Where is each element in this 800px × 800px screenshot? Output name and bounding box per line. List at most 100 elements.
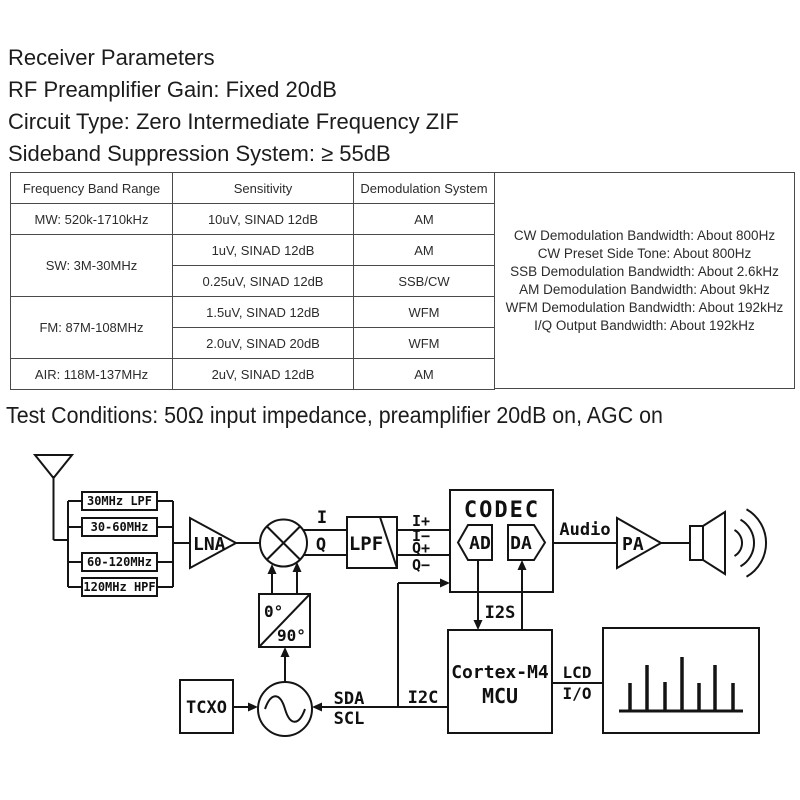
filter-box-60-120mhz	[81, 552, 158, 572]
table-row: SW: 3M-30MHz 1uV, SINAD 12dB AM	[10, 234, 495, 297]
note-line: I/Q Output Bandwidth: About 192kHz	[534, 317, 755, 333]
table-cell: AM	[353, 203, 495, 235]
scl-label: SCL	[334, 709, 365, 729]
table-cell: WFM	[353, 296, 495, 328]
table-cell: WFM	[353, 327, 495, 359]
speaker-icon	[689, 508, 768, 578]
table-row: 0.25uV, SINAD 12dB SSB/CW	[11, 265, 495, 297]
table-row: AIR: 118M-137MHz 2uV, SINAD 12dB AM	[10, 358, 495, 390]
table-cell: 10uV, SINAD 12dB	[172, 203, 354, 235]
audio-chain: Audio PA	[553, 508, 768, 578]
note-line: AM Demodulation Bandwidth: About 9kHz	[519, 281, 770, 297]
phase-shifter-block: 0° 90°	[258, 562, 311, 648]
mixer	[259, 518, 308, 568]
filter-label: 60-120MHz	[87, 555, 152, 569]
antenna-icon	[32, 454, 75, 541]
sda-label: SDA	[334, 689, 365, 709]
table-cell: SSB/CW	[353, 265, 495, 297]
heading-line: Receiver Parameters	[8, 45, 215, 70]
table-cell: SW: 3M-30MHz	[10, 234, 173, 297]
pa-label: PA	[622, 534, 644, 555]
q-minus-label: Q−	[412, 556, 430, 574]
i-label: I	[317, 508, 327, 528]
mcu-label-line1: Cortex-M4	[451, 662, 549, 683]
da-converter	[507, 524, 547, 561]
phase-0-label: 0°	[264, 602, 283, 621]
lpf-label: LPF	[349, 533, 383, 555]
arrow-into-oscillator	[312, 702, 322, 712]
ad-label: AD	[469, 533, 491, 554]
table-cell: 2.0uV, SINAD 20dB	[172, 327, 354, 359]
arrow-into-codec	[440, 578, 450, 588]
lna-label: LNA	[193, 534, 226, 555]
table-cell: 2uV, SINAD 12dB	[172, 358, 354, 390]
tcxo-block: TCXO	[179, 679, 258, 734]
i2c-bus: SDA SCL I2C	[312, 578, 450, 729]
table-cell: 1.5uV, SINAD 12dB	[172, 296, 354, 328]
audio-label: Audio	[559, 520, 610, 540]
da-label: DA	[510, 533, 532, 554]
spectrum-display	[619, 657, 743, 713]
iq-wires: I Q	[303, 508, 347, 556]
q-plus-label: Q+	[412, 539, 430, 557]
receiver-parameters-heading: Receiver Parameters RF Preamplifier Gain…	[8, 42, 459, 170]
test-conditions-line: Test Conditions: 50Ω input impedance, pr…	[6, 402, 663, 428]
i2s-label: I2S	[485, 603, 516, 623]
heading-line: RF Preamplifier Gain: Fixed 20dB	[8, 77, 337, 102]
table-row: 2.0uV, SINAD 20dB WFM	[11, 327, 495, 359]
table-cell: FM: 87M-108MHz	[10, 296, 173, 359]
table-cell: AM	[353, 358, 495, 390]
table-cell: AM	[353, 234, 495, 266]
bandwidth-notes-box: CW Demodulation Bandwidth: About 800Hz C…	[494, 172, 795, 389]
table-cell: 0.25uV, SINAD 12dB	[172, 265, 354, 297]
sine-wave-icon	[264, 695, 306, 723]
filter-label: 120MHz HPF	[83, 580, 155, 594]
arrow-into-mixer	[267, 564, 277, 574]
note-line: CW Demodulation Bandwidth: About 800Hz	[513, 227, 776, 243]
table-cell: MW: 520k-1710kHz	[10, 203, 173, 235]
heading-line: Sideband Suppression System: ≥ 55dB	[8, 141, 391, 166]
table-header-row: Frequency Band Range Sensitivity Demodul…	[10, 172, 495, 204]
lpf-block: LPF	[346, 516, 398, 569]
column-header: Demodulation System	[353, 172, 495, 204]
lcd-label: LCD	[563, 663, 592, 682]
lcd-screen	[602, 627, 760, 734]
filter-label: 30MHz LPF	[87, 494, 152, 508]
filter-box-30-60mhz	[81, 517, 158, 537]
table-cell: 1uV, SINAD 12dB	[172, 234, 354, 266]
pa-amplifier	[616, 516, 664, 570]
frequency-spec-table: Frequency Band Range Sensitivity Demodul…	[10, 172, 495, 390]
io-label: I/O	[563, 684, 592, 703]
i-plus-label: I+	[412, 512, 430, 530]
arrow-into-oscillator	[248, 702, 258, 712]
codec-label: CODEC	[464, 498, 540, 523]
note-line: CW Preset Side Tone: About 800Hz	[537, 245, 752, 261]
mcu-label-line2: MCU	[482, 684, 518, 708]
column-header: Frequency Band Range	[10, 172, 173, 204]
filter-box-30mhz-lpf	[81, 491, 158, 511]
ad-converter	[456, 524, 493, 561]
table-cell: AIR: 118M-137MHz	[10, 358, 173, 390]
i-minus-label: I−	[412, 527, 430, 545]
arrow-into-mixer	[292, 562, 302, 572]
column-header: Sensitivity	[172, 172, 354, 204]
table-row: FM: 87M-108MHz 1.5uV, SINAD 12dB WFM	[10, 296, 495, 359]
codec-block: CODEC AD DA	[449, 489, 554, 593]
arrow-into-phase-shifter	[280, 647, 290, 657]
q-label: Q	[316, 535, 326, 555]
mcu-block: Cortex-M4 MCU	[447, 629, 553, 734]
iq-differential-wires: I+ I− Q+ Q−	[397, 512, 450, 574]
filter-label: 30-60MHz	[91, 520, 149, 534]
tcxo-label: TCXO	[186, 698, 227, 718]
note-line: WFM Demodulation Bandwidth: About 192kHz	[505, 299, 784, 315]
local-oscillator	[257, 647, 313, 737]
phase-90-label: 90°	[277, 626, 306, 645]
lcd-display: LCD I/O	[552, 627, 760, 734]
filter-box-120mhz-hpf	[81, 577, 158, 597]
arrow-into-mcu	[473, 620, 483, 630]
i2c-label: I2C	[408, 688, 439, 708]
arrow-into-da	[517, 560, 527, 570]
filter-bank: 30MHz LPF 30-60MHz 60-120MHz 120MHz HPF	[67, 491, 190, 597]
table-row: MW: 520k-1710kHz 10uV, SINAD 12dB AM	[10, 203, 495, 235]
note-line: SSB Demodulation Bandwidth: About 2.6kHz	[510, 263, 779, 279]
